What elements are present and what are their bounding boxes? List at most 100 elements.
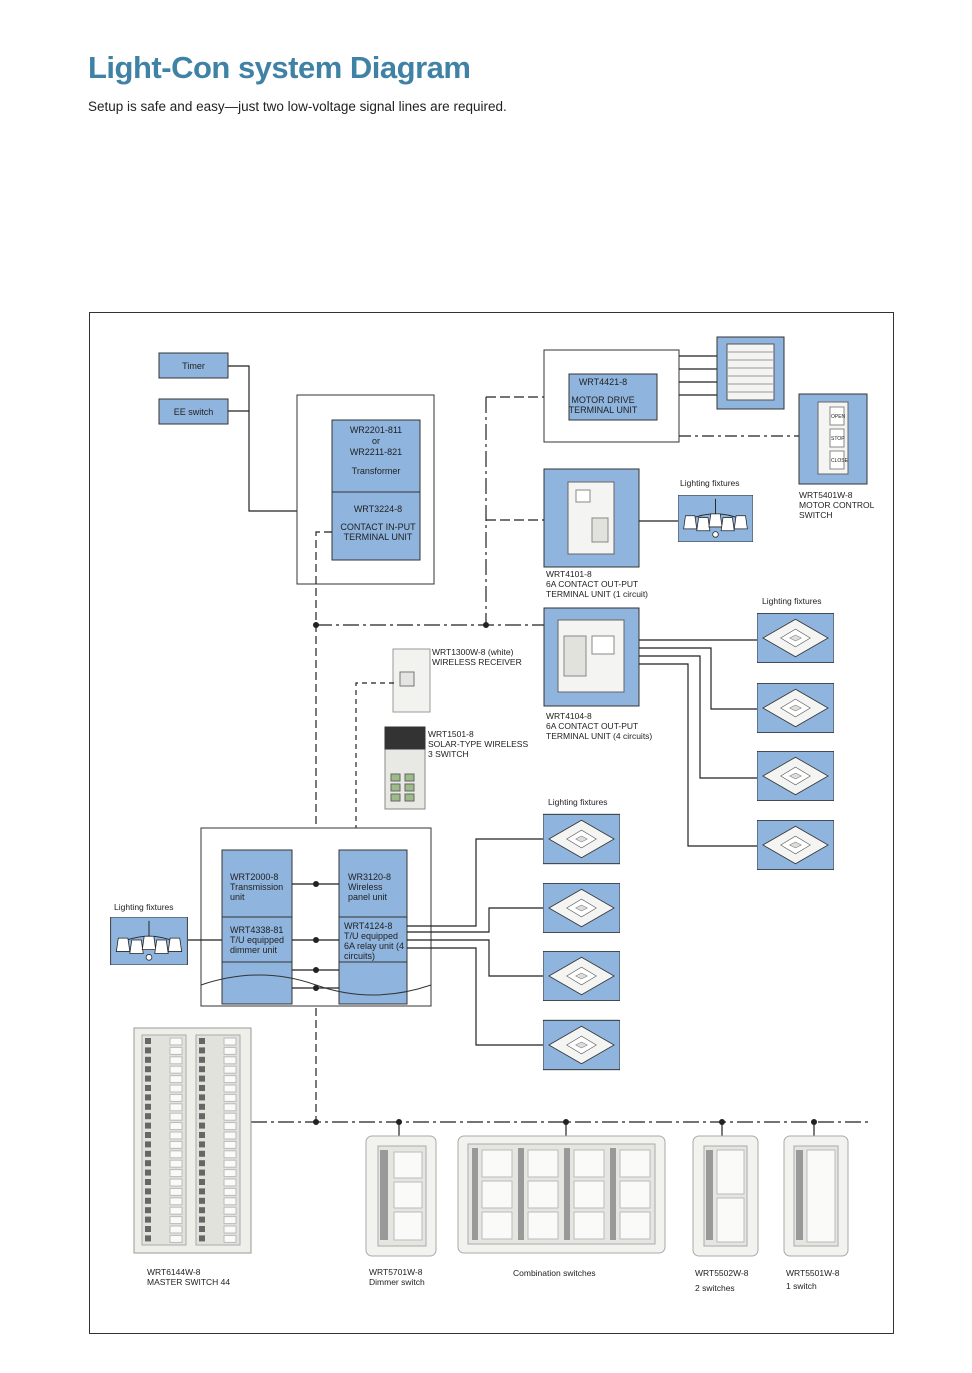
page-title: Light-Con system Diagram [88, 50, 471, 85]
transformer-box [331, 419, 421, 493]
lighting-fixtures-label-1: Lighting fixtures [680, 478, 740, 488]
relay-unit-box [338, 916, 408, 963]
master-switch-button [169, 1046, 183, 1055]
motor-control-model: WRT5401W-8 [799, 490, 853, 500]
fixture-icon-l2 [543, 883, 620, 933]
fixture-icon-l1 [543, 813, 620, 865]
relay-unit-label: WRT4124-8 T/U equipped 6A relay unit (4 … [340, 921, 410, 961]
master-switch-indicator [199, 1216, 205, 1223]
master-switch-button [223, 1131, 237, 1140]
master-switch-indicator [199, 1207, 205, 1214]
transformer-label: WR2201-811 or WR2211-821 Transformer [332, 425, 420, 476]
master-switch-indicator [145, 1075, 151, 1082]
fixture-icon-r2 [757, 683, 834, 733]
combo-switch-button [481, 1211, 513, 1240]
master-switch-indicator [145, 1047, 151, 1054]
master-switch-indicator [199, 1226, 205, 1232]
master-switch-button [223, 1075, 237, 1084]
dimmer-unit-label: WRT4338-81 T/U equipped dimmer unit [224, 925, 294, 955]
master-switch-button [169, 1187, 183, 1196]
master-switch-indicator [199, 1085, 205, 1091]
chandelier-icon-1 [678, 495, 753, 542]
one-switch-model: WRT5501W-8 [786, 1268, 840, 1278]
master-switch-button [223, 1206, 237, 1215]
fixture-icon-l4 [543, 1019, 620, 1071]
output-4-name: 6A CONTACT OUT-PUT [546, 721, 639, 731]
master-switch-button [223, 1046, 237, 1055]
master-switch-button [169, 1178, 183, 1187]
master-switch-indicator [199, 1038, 205, 1044]
dimmer-unit-box [221, 916, 293, 963]
wireless-receiver-model: WRT1300W-8 (white) [432, 647, 514, 657]
master-switch-indicator [145, 1179, 151, 1185]
master-switch-indicator [145, 1132, 151, 1138]
transformer-name: Transformer [351, 466, 401, 476]
master-switch-button [223, 1103, 237, 1112]
master-switch-indicator [199, 1066, 205, 1073]
master-switch-indicator [199, 1103, 205, 1110]
master-switch-button [223, 1112, 237, 1121]
master-switch-button [223, 1056, 237, 1065]
transmission-unit-label: WRT2000-8 Transmission unit [224, 872, 294, 902]
master-switch-indicator [145, 1038, 151, 1044]
master-switch-indicator [199, 1150, 205, 1157]
two-switches-device [692, 1135, 759, 1257]
master-switch-indicator [199, 1047, 205, 1054]
combo-switch-strip [472, 1148, 478, 1240]
master-switch-indicator [145, 1103, 151, 1110]
master-switch-indicator [199, 1075, 205, 1082]
master-switch-button [169, 1122, 183, 1131]
master-switch-button [169, 1159, 183, 1168]
master-switch-indicator [145, 1094, 151, 1101]
master-switch-button [169, 1169, 183, 1178]
two-switches-name: 2 switches [695, 1283, 735, 1293]
transformer-or: or [371, 436, 380, 446]
master-switch-button [169, 1131, 183, 1140]
master-switch-button [223, 1093, 237, 1102]
master-switch-button [169, 1065, 183, 1074]
master-switch-button [169, 1037, 183, 1046]
combination-switches-name: Combination switches [513, 1268, 596, 1278]
master-switch-indicator [199, 1132, 205, 1138]
output-1-name2: TERMINAL UNIT (1 circuit) [546, 589, 649, 599]
lighting-fixtures-label-4: Lighting fixtures [114, 902, 174, 912]
master-switch-button [169, 1206, 183, 1215]
master-switch-name: MASTER SWITCH 44 [147, 1277, 231, 1287]
combo-switch-button [573, 1180, 605, 1209]
dimmer-switch-model: WRT5701W-8 [369, 1267, 423, 1277]
timer-box [158, 352, 229, 379]
fixture-icon-l3 [543, 951, 620, 1001]
master-switch-button [169, 1197, 183, 1206]
transformer-model-a: WR2201-811 [349, 425, 403, 435]
master-switch-button [223, 1122, 237, 1131]
master-switch-indicator [199, 1141, 205, 1148]
dimmer-switch-name: Dimmer switch [369, 1277, 425, 1287]
output-1-name: 6A CONTACT OUT-PUT [546, 579, 639, 589]
master-switch-indicator [145, 1207, 151, 1214]
master-switch-indicator [199, 1056, 205, 1063]
master-switch-indicator [145, 1169, 151, 1176]
combo-switch-button [527, 1149, 559, 1178]
master-switch-button [223, 1084, 237, 1093]
wireless-panel-name: Wireless panel unit [348, 882, 388, 902]
master-switch-indicator [145, 1113, 151, 1120]
master-switch-button [223, 1150, 237, 1159]
master-switch-model: WRT6144W-8 [147, 1267, 201, 1277]
timer-label: Timer [182, 360, 205, 371]
master-switch-indicator [199, 1169, 205, 1176]
diagram-frame [89, 312, 894, 1334]
master-switch-indicator [145, 1188, 151, 1195]
ee-switch-label: EE switch [173, 406, 214, 417]
fixture-icon-r4 [757, 820, 834, 870]
master-switch-button [223, 1225, 237, 1234]
contact-input-label: WRT3224-8 CONTACT IN-PUT TERMINAL UNIT [334, 504, 422, 542]
master-switch-indicator [199, 1122, 205, 1129]
motor-drive-label: WRT4421-8 MOTOR DRIVE TERMINAL UNIT [569, 377, 638, 415]
motor-drive-model: WRT4421-8 [578, 377, 628, 387]
transmission-unit-model: WRT2000-8 [230, 872, 279, 882]
relay-unit-model: WRT4124-8 [344, 921, 393, 931]
master-switch-button [223, 1169, 237, 1178]
master-switch-indicator [145, 1141, 151, 1148]
master-switch-button [223, 1197, 237, 1206]
combo-switch-button [481, 1180, 513, 1209]
